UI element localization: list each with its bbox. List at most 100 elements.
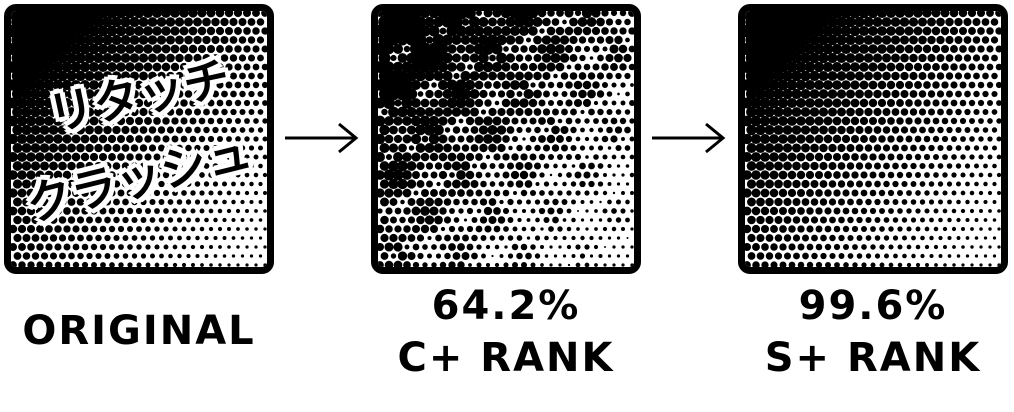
halftone-dot: [208, 154, 214, 160]
halftone-dot: [790, 34, 803, 46]
halftone-dot: [509, 25, 521, 37]
halftone-dot: [12, 142, 23, 154]
halftone-dot: [870, 244, 876, 250]
halftone-dot: [755, 124, 766, 136]
halftone-dot: [601, 63, 609, 71]
halftone-dot: [750, 61, 762, 73]
halftone-dot: [965, 199, 970, 205]
halftone-dot: [745, 242, 752, 252]
halftone-dot: [459, 88, 472, 100]
halftone-dot: [452, 144, 461, 152]
halftone-dot: [919, 144, 926, 152]
halftone-dot: [121, 144, 130, 152]
halftone-dot: [185, 181, 192, 187]
halftone-dot: [419, 61, 431, 73]
halftone-dot: [556, 11, 564, 17]
halftone-dot: [773, 161, 784, 171]
halftone-dot: [198, 117, 206, 125]
halftone-dot: [842, 243, 850, 251]
halftone-dot: [933, 190, 939, 196]
halftone-dot: [553, 163, 558, 169]
halftone-dot: [840, 11, 852, 19]
halftone-dot: [24, 24, 38, 38]
halftone-dot: [429, 206, 439, 216]
halftone-dot: [252, 45, 260, 53]
halftone-dot: [81, 243, 89, 251]
halftone-dot: [797, 225, 805, 233]
halftone-dot: [804, 61, 816, 73]
halftone-dot: [446, 25, 458, 37]
halftone-dot: [855, 125, 864, 135]
halftone-dot: [908, 17, 919, 27]
halftone-dot: [428, 11, 440, 19]
halftone-dot: [950, 45, 958, 53]
halftone-dot: [763, 34, 776, 46]
halftone-dot: [180, 171, 188, 179]
halftone-dot: [211, 72, 220, 80]
halftone-dot: [90, 261, 98, 267]
halftone-dot: [448, 225, 456, 233]
halftone-dot: [34, 79, 46, 91]
halftone-dot: [746, 142, 757, 154]
halftone-dot: [481, 253, 486, 259]
halftone-dot: [995, 45, 1001, 53]
halftone-dot: [226, 136, 232, 142]
halftone-dot: [11, 97, 19, 109]
halftone-dot: [163, 244, 169, 250]
halftone-dot: [888, 208, 894, 214]
halftone-dot: [878, 171, 886, 179]
halftone-dot: [68, 252, 75, 260]
halftone-dot: [950, 135, 958, 143]
halftone-dot: [122, 198, 129, 206]
halftone-dot: [850, 98, 860, 108]
halftone-dot: [16, 43, 28, 55]
halftone-dot: [203, 108, 210, 116]
halftone-dot: [222, 254, 227, 258]
halftone-dot: [34, 97, 46, 109]
halftone-dot: [185, 162, 192, 170]
halftone-dot: [533, 162, 542, 170]
halftone-dot: [511, 135, 519, 143]
halftone-dot: [234, 117, 242, 125]
halftone-dot: [817, 16, 830, 28]
halftone-dot: [982, 145, 989, 151]
halftone-dot: [474, 80, 484, 90]
halftone-dot: [61, 25, 73, 37]
halftone-dot: [914, 117, 922, 125]
halftone-dot: [240, 218, 245, 222]
halftone-dot: [247, 36, 256, 44]
halftone-dot: [48, 70, 59, 82]
halftone-dot: [886, 44, 896, 54]
halftone-dot: [62, 134, 72, 144]
halftone-dot: [549, 245, 553, 249]
halftone-dot: [559, 53, 570, 63]
halftone-dot: [496, 52, 507, 64]
halftone-dot: [243, 45, 251, 53]
halftone-dot: [213, 235, 218, 241]
halftone-dot: [11, 70, 24, 82]
halftone-dot: [466, 225, 474, 233]
halftone-dot: [136, 262, 142, 267]
halftone-dot: [440, 226, 446, 232]
halftone-dot: [496, 34, 507, 46]
halftone-dot: [506, 162, 515, 170]
halftone-dot: [103, 180, 112, 188]
halftone-dot: [145, 226, 151, 232]
halftone-dot: [537, 44, 547, 54]
halftone-dot: [497, 216, 506, 224]
halftone-dot: [520, 63, 528, 71]
halftone-dot: [394, 225, 402, 233]
halftone-dot: [494, 262, 500, 267]
halftone-dot: [38, 34, 51, 46]
halftone-dot: [235, 190, 241, 196]
halftone-dot: [867, 11, 879, 19]
halftone-dot: [751, 152, 761, 162]
halftone-dot: [815, 243, 823, 251]
halftone-dot: [941, 99, 949, 107]
halftone-dot: [515, 35, 524, 45]
halftone-dot: [17, 170, 27, 180]
halftone-dot: [945, 35, 954, 45]
halftone-dot: [987, 154, 993, 160]
halftone-dot: [402, 170, 412, 180]
halftone-dot: [584, 190, 590, 196]
